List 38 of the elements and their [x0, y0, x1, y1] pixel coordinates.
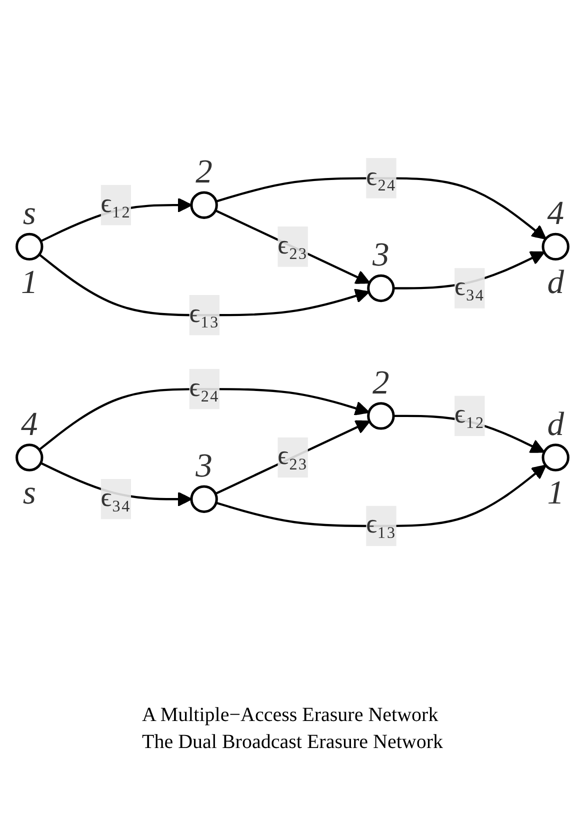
node-circle [367, 402, 395, 430]
arrow [38, 254, 370, 316]
diagram-caption: The Dual Broadcast Erasure Network [142, 731, 443, 754]
edge-label: ϵ₁₃ [366, 510, 396, 540]
arrow [215, 420, 370, 495]
edge-label: ϵ₁₃ [189, 300, 219, 329]
node-label: 4 [21, 406, 38, 443]
node-label: 3 [196, 447, 212, 484]
node-label: 3 [372, 236, 390, 274]
node-label: 1 [21, 264, 38, 301]
node-circle [190, 485, 218, 513]
node-circle [367, 274, 395, 302]
node-label: s [22, 474, 36, 512]
node-label: 2 [372, 364, 390, 402]
node-circle [16, 232, 44, 261]
node-circle [542, 232, 570, 261]
arrow [38, 388, 370, 451]
edge-label: ϵ₃₄ [100, 484, 130, 513]
arrow [216, 464, 546, 528]
node-label: s [22, 195, 36, 232]
node-label: 1 [547, 474, 564, 512]
node-label: 2 [196, 153, 212, 190]
node-circle [190, 191, 218, 219]
edge-label: ϵ₁₂ [454, 400, 484, 430]
edge-label: ϵ₃₄ [454, 273, 484, 302]
arrow [216, 177, 546, 240]
edge-label: ϵ₂₃ [278, 442, 308, 471]
edge-label: ϵ₂₃ [278, 232, 308, 260]
edge-label: ϵ₂₄ [189, 374, 219, 402]
arrow [215, 209, 370, 284]
edge-label: ϵ₂₄ [366, 163, 396, 192]
node-label: 4 [547, 195, 564, 232]
edge-label: ϵ₁₂ [100, 190, 130, 219]
diagram-caption: A Multiple−Access Erasure Network [142, 704, 440, 727]
node-circle [16, 444, 44, 472]
node-label: d [547, 264, 564, 301]
node-label: d [547, 406, 564, 443]
node-circle [542, 444, 570, 472]
